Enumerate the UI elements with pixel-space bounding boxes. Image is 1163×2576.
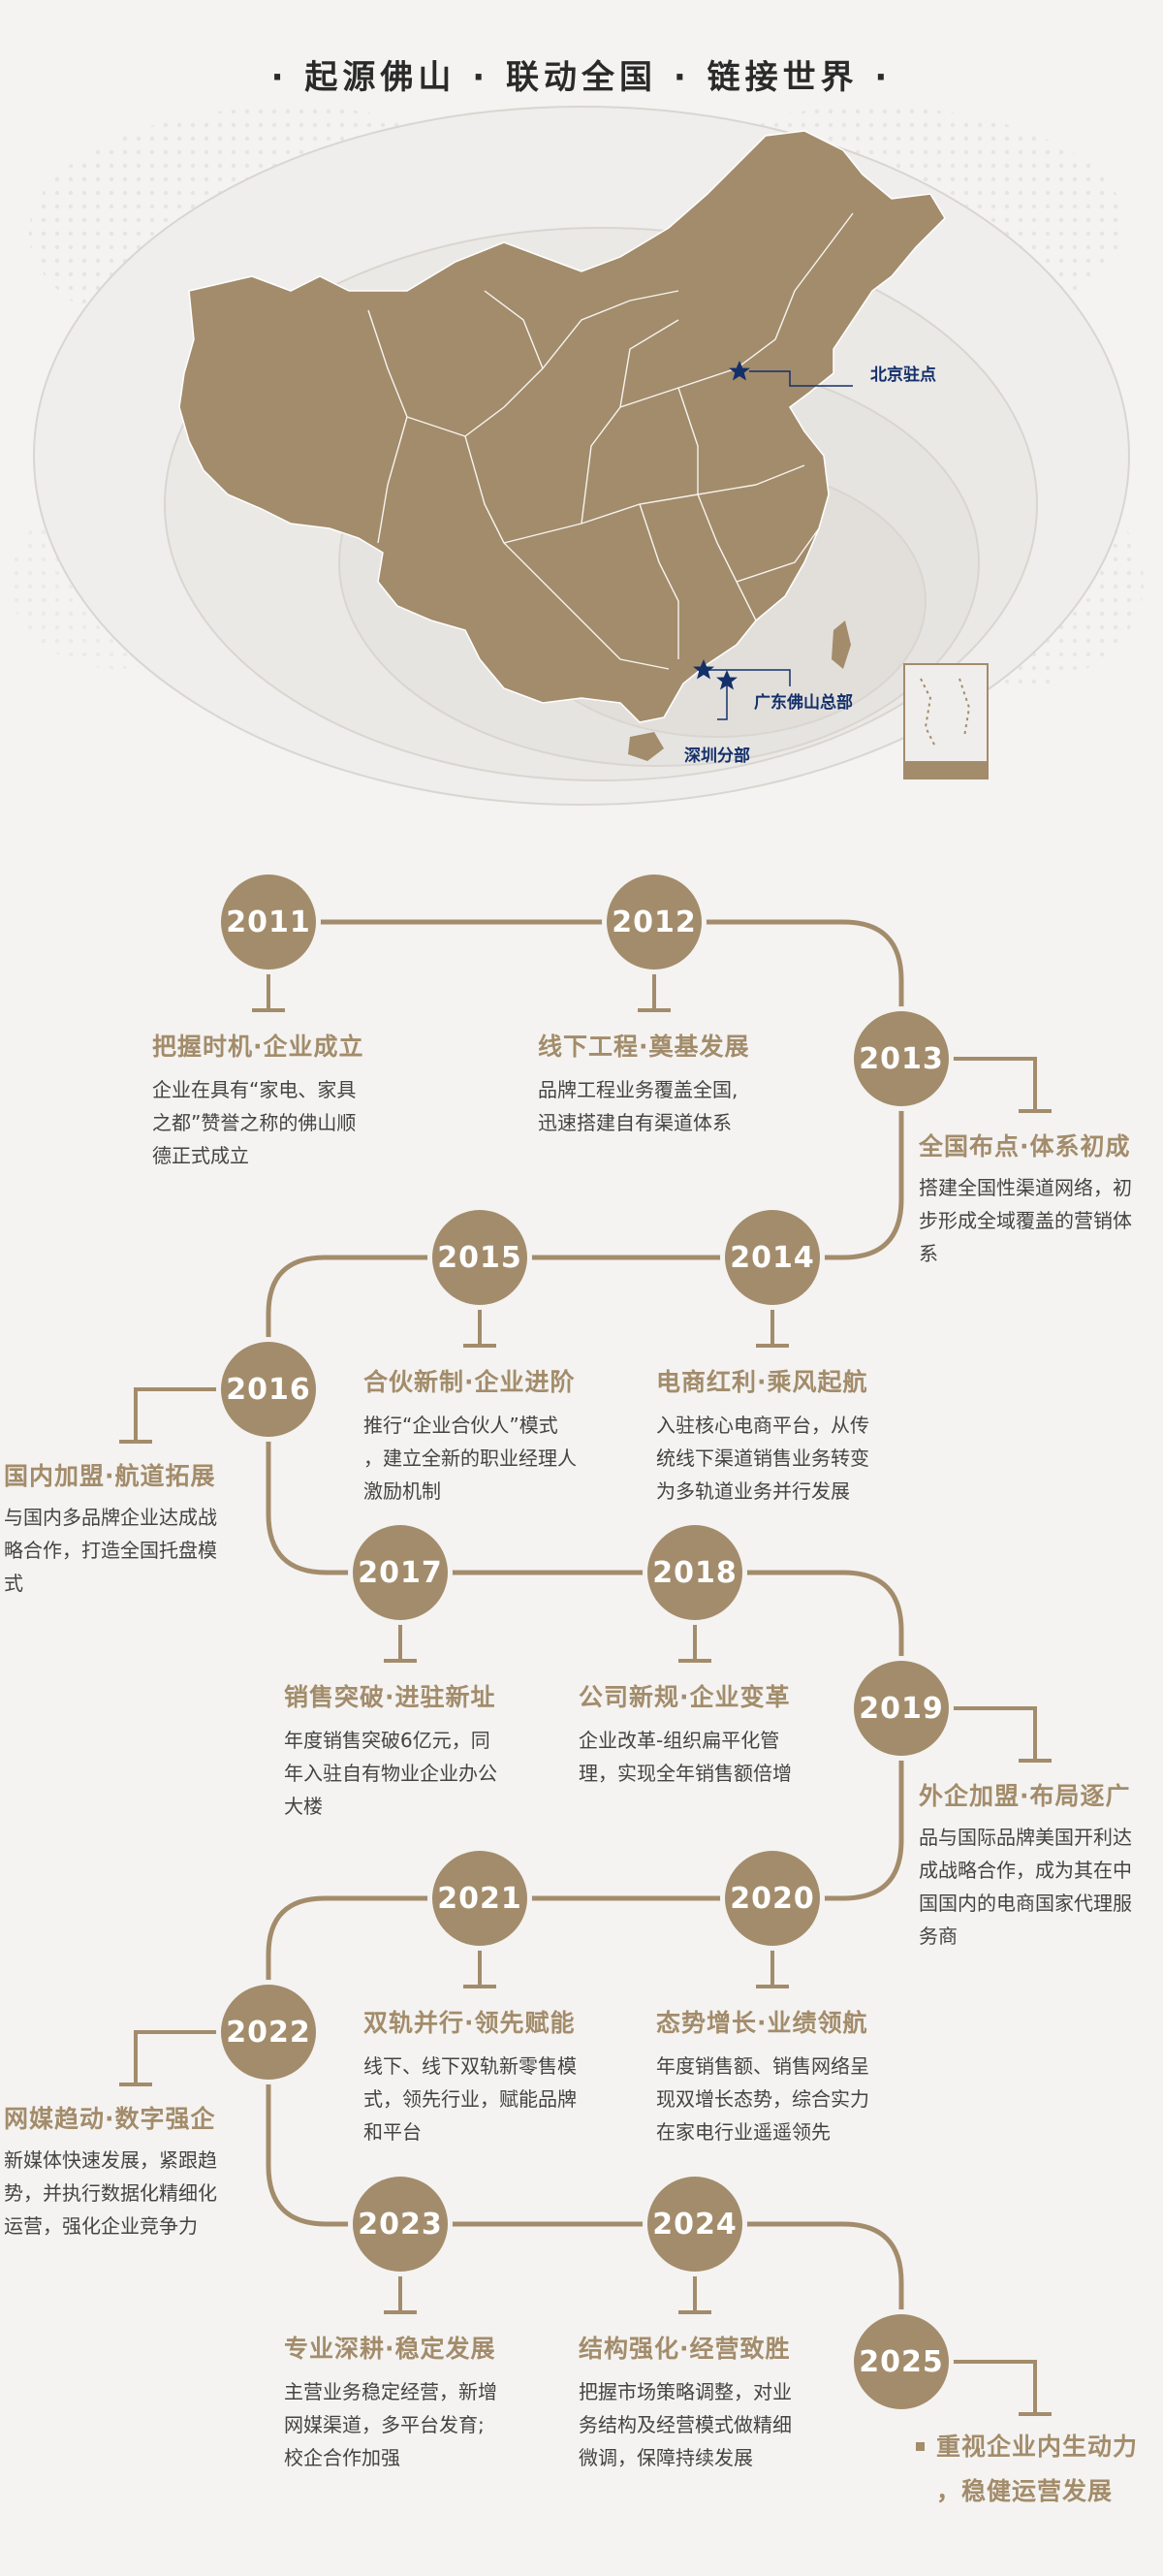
foshan-star-icon (693, 659, 714, 680)
taiwan-island-shape (832, 620, 851, 669)
milestone-desc-2022: 新媒体快速发展，紧跟趋 势，并执行数据化精细化 运营，强化企业竞争力 (4, 2148, 217, 2238)
milestone-desc-2014: 入驻核心电商平台，从传 统线下渠道销售业务转变 为多轨道业务并行发展 (656, 1414, 869, 1503)
milestone-desc-2013: 搭建全国性渠道网络，初 步形成全域覆盖的营销体 系 (919, 1176, 1132, 1265)
shenzhen-star-icon (716, 670, 738, 690)
milestone-desc-2024: 把握市场策略调整，对业 务结构及经营模式做精细 微调，保障持续发展 (579, 2380, 792, 2469)
year-badge-2020: 2020 (725, 1851, 820, 1946)
milestone-title-2011: 把握时机·企业成立 (152, 1033, 364, 1061)
year-badge-2012: 2012 (607, 875, 702, 970)
hainan-island-shape (628, 732, 664, 761)
milestone-desc-2020: 年度销售额、销售网络呈 现双增长态势，综合实力 在家电行业遥遥领先 (656, 2054, 869, 2144)
milestone-title-2018: 公司新规·企业变革 (579, 1683, 791, 1711)
year-badge-2013: 2013 (854, 1011, 949, 1106)
year-badge-2025: 2025 (854, 2314, 949, 2409)
year-badge-2011: 2011 (221, 875, 316, 970)
milestone-title-2020: 态势增长·业绩领航 (656, 2009, 868, 2037)
year-badge-2018: 2018 (647, 1525, 742, 1620)
year-badge-2014: 2014 (725, 1210, 820, 1305)
milestone-title-2013: 全国布点·体系初成 (919, 1132, 1131, 1161)
milestone-desc-2021: 线下、线下双轨新零售模 式，领先行业，赋能品牌 和平台 (363, 2054, 577, 2144)
milestone-title-2016: 国内加盟·航道拓展 (4, 1462, 216, 1490)
milestone-desc-2019: 品与国际品牌美国开利达 成战略合作，成为其在中 国国内的电商国家代理服 务商 (919, 1826, 1132, 1948)
beijing-star-icon (729, 361, 750, 381)
year-badge-2024: 2024 (647, 2177, 742, 2272)
milestone-desc-2011: 企业在具有“家电、家具 之都”赞誉之称的佛山顺 德正式成立 (152, 1078, 357, 1167)
milestone-desc-2017: 年度销售突破6亿元，同 年入驻自有物业企业办公 大楼 (284, 1729, 497, 1818)
milestone-desc-2012: 品牌工程业务覆盖全国, 迅速搭建自有渠道体系 (538, 1078, 739, 1134)
year-badge-2022: 2022 (221, 1985, 316, 2080)
year-badge-2023: 2023 (353, 2177, 448, 2272)
milestone-title-2023: 专业深耕·稳定发展 (284, 2335, 496, 2363)
milestone-title-2021: 双轨并行·领先赋能 (363, 2009, 576, 2037)
milestone-title-2017: 销售突破·进驻新址 (284, 1683, 496, 1711)
year-badge-2017: 2017 (353, 1525, 448, 1620)
year-badge-2016: 2016 (221, 1342, 316, 1437)
milestone-desc-2015: 推行“企业合伙人”模式 ，建立全新的职业经理人 激励机制 (363, 1414, 577, 1503)
milestone-title-2014: 电商红利·乘风起航 (656, 1368, 868, 1396)
south-china-sea-inset (903, 663, 989, 779)
milestone-title-2019: 外企加盟·布局逐广 (919, 1782, 1131, 1810)
milestone-title-2022: 网媒趋动·数字强企 (4, 2105, 216, 2133)
milestone-desc-2018: 企业改革-组织扁平化管 理，实现全年销售额倍增 (579, 1729, 792, 1785)
year-badge-2019: 2019 (854, 1661, 949, 1756)
milestone-title-2012: 线下工程·奠基发展 (538, 1033, 750, 1061)
shenzhen-label: 深圳分部 (684, 747, 750, 766)
page-headline: · 起源佛山 · 联动全国 · 链接世界 · (270, 58, 893, 97)
province-borders (367, 212, 854, 670)
milestone-title-2025: 重视企业内生动力 ，稳健运营发展 (936, 2433, 1139, 2505)
china-mainland-shape (178, 130, 946, 723)
beijing-label: 北京驻点 (870, 366, 936, 385)
year-badge-2021: 2021 (432, 1851, 527, 1946)
guangdong-hq-label: 广东佛山总部 (754, 693, 853, 713)
milestone-title-2015: 合伙新制·企业进阶 (363, 1368, 576, 1396)
milestone-desc-2016: 与国内多品牌企业达成战 略合作，打造全国托盘模 式 (4, 1506, 217, 1595)
milestone-desc-2023: 主营业务稳定经营，新增 网媒渠道，多平台发育; 校企合作加强 (284, 2380, 497, 2469)
bullet-square-icon (916, 2442, 925, 2451)
milestone-title-2024: 结构强化·经营致胜 (579, 2335, 791, 2363)
location-markers (693, 361, 853, 720)
china-map-graphic (10, 106, 1144, 806)
year-badge-2015: 2015 (432, 1210, 527, 1305)
